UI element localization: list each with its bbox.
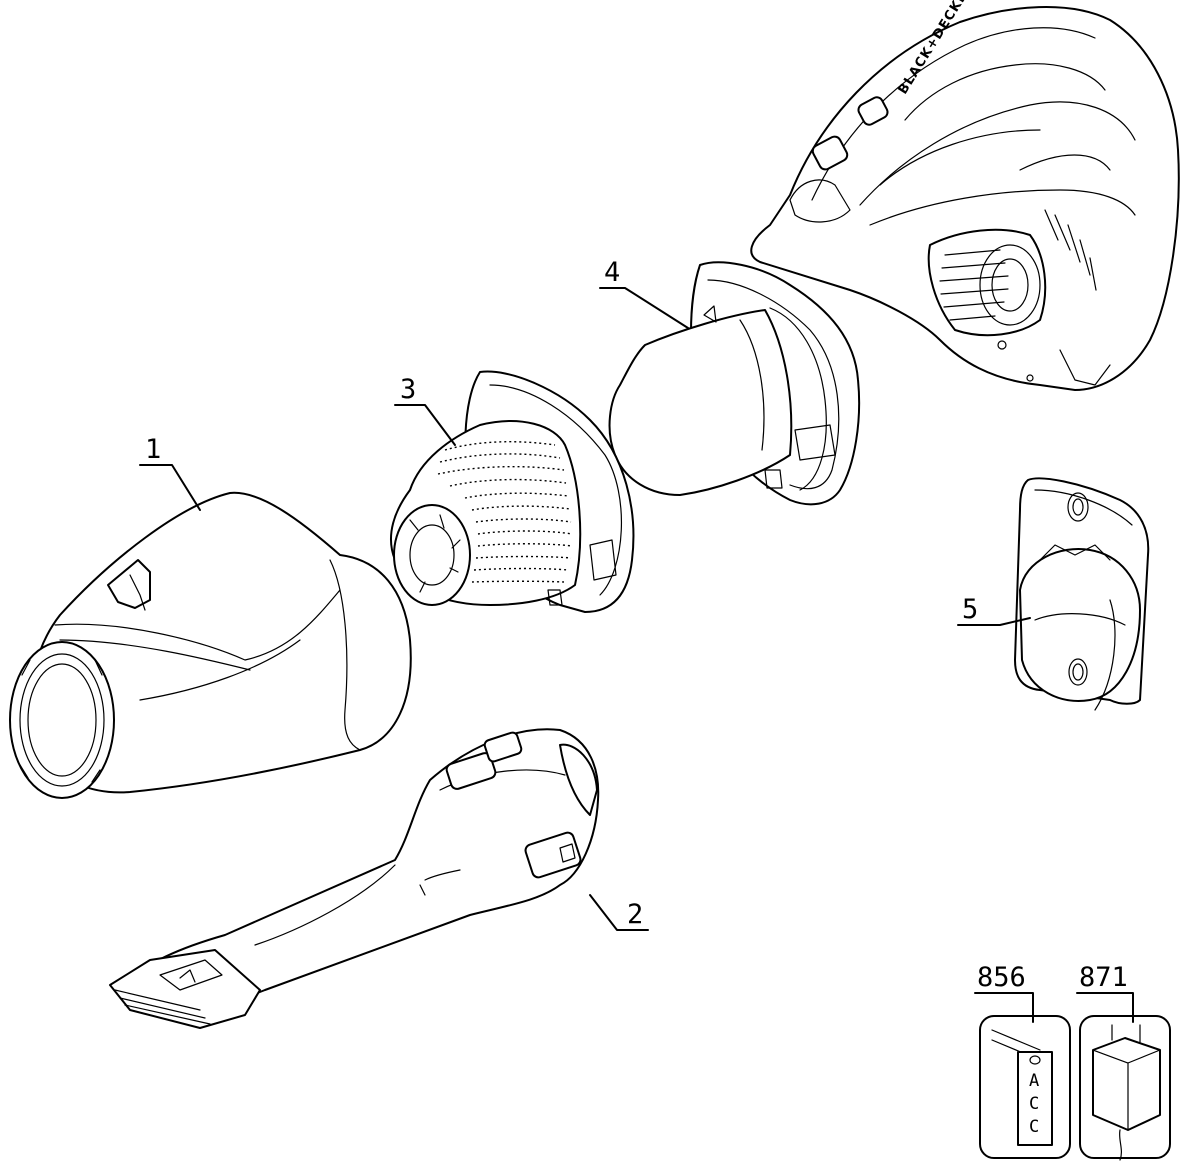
part-1-dust-bowl: [9, 491, 412, 799]
part-2-crevice-tool: [109, 728, 600, 1029]
label-accessory-871: 871: [1079, 962, 1128, 993]
tag-letter-2: C: [1029, 1094, 1039, 1114]
tag-letter-3: C: [1029, 1117, 1039, 1137]
label-accessory-856: 856: [977, 962, 1026, 993]
part-5-wall-mount: [1014, 477, 1150, 711]
vacuum-main-body: BLACK+DECKER: [750, 0, 1180, 391]
label-part-4: 4: [604, 257, 620, 288]
label-part-3: 3: [400, 374, 416, 405]
label-part-2: 2: [627, 899, 643, 930]
callout-leaders: [139, 287, 1134, 1023]
part-4-cone-filter: [608, 261, 861, 506]
accessory-871-charger: [1079, 1015, 1171, 1161]
label-part-1: 1: [145, 434, 161, 465]
accessory-856-tag: A C C: [979, 1015, 1071, 1159]
tag-letter-1: A: [1029, 1071, 1039, 1091]
part-3-mesh-filter: [390, 370, 635, 613]
label-part-5: 5: [962, 594, 978, 625]
